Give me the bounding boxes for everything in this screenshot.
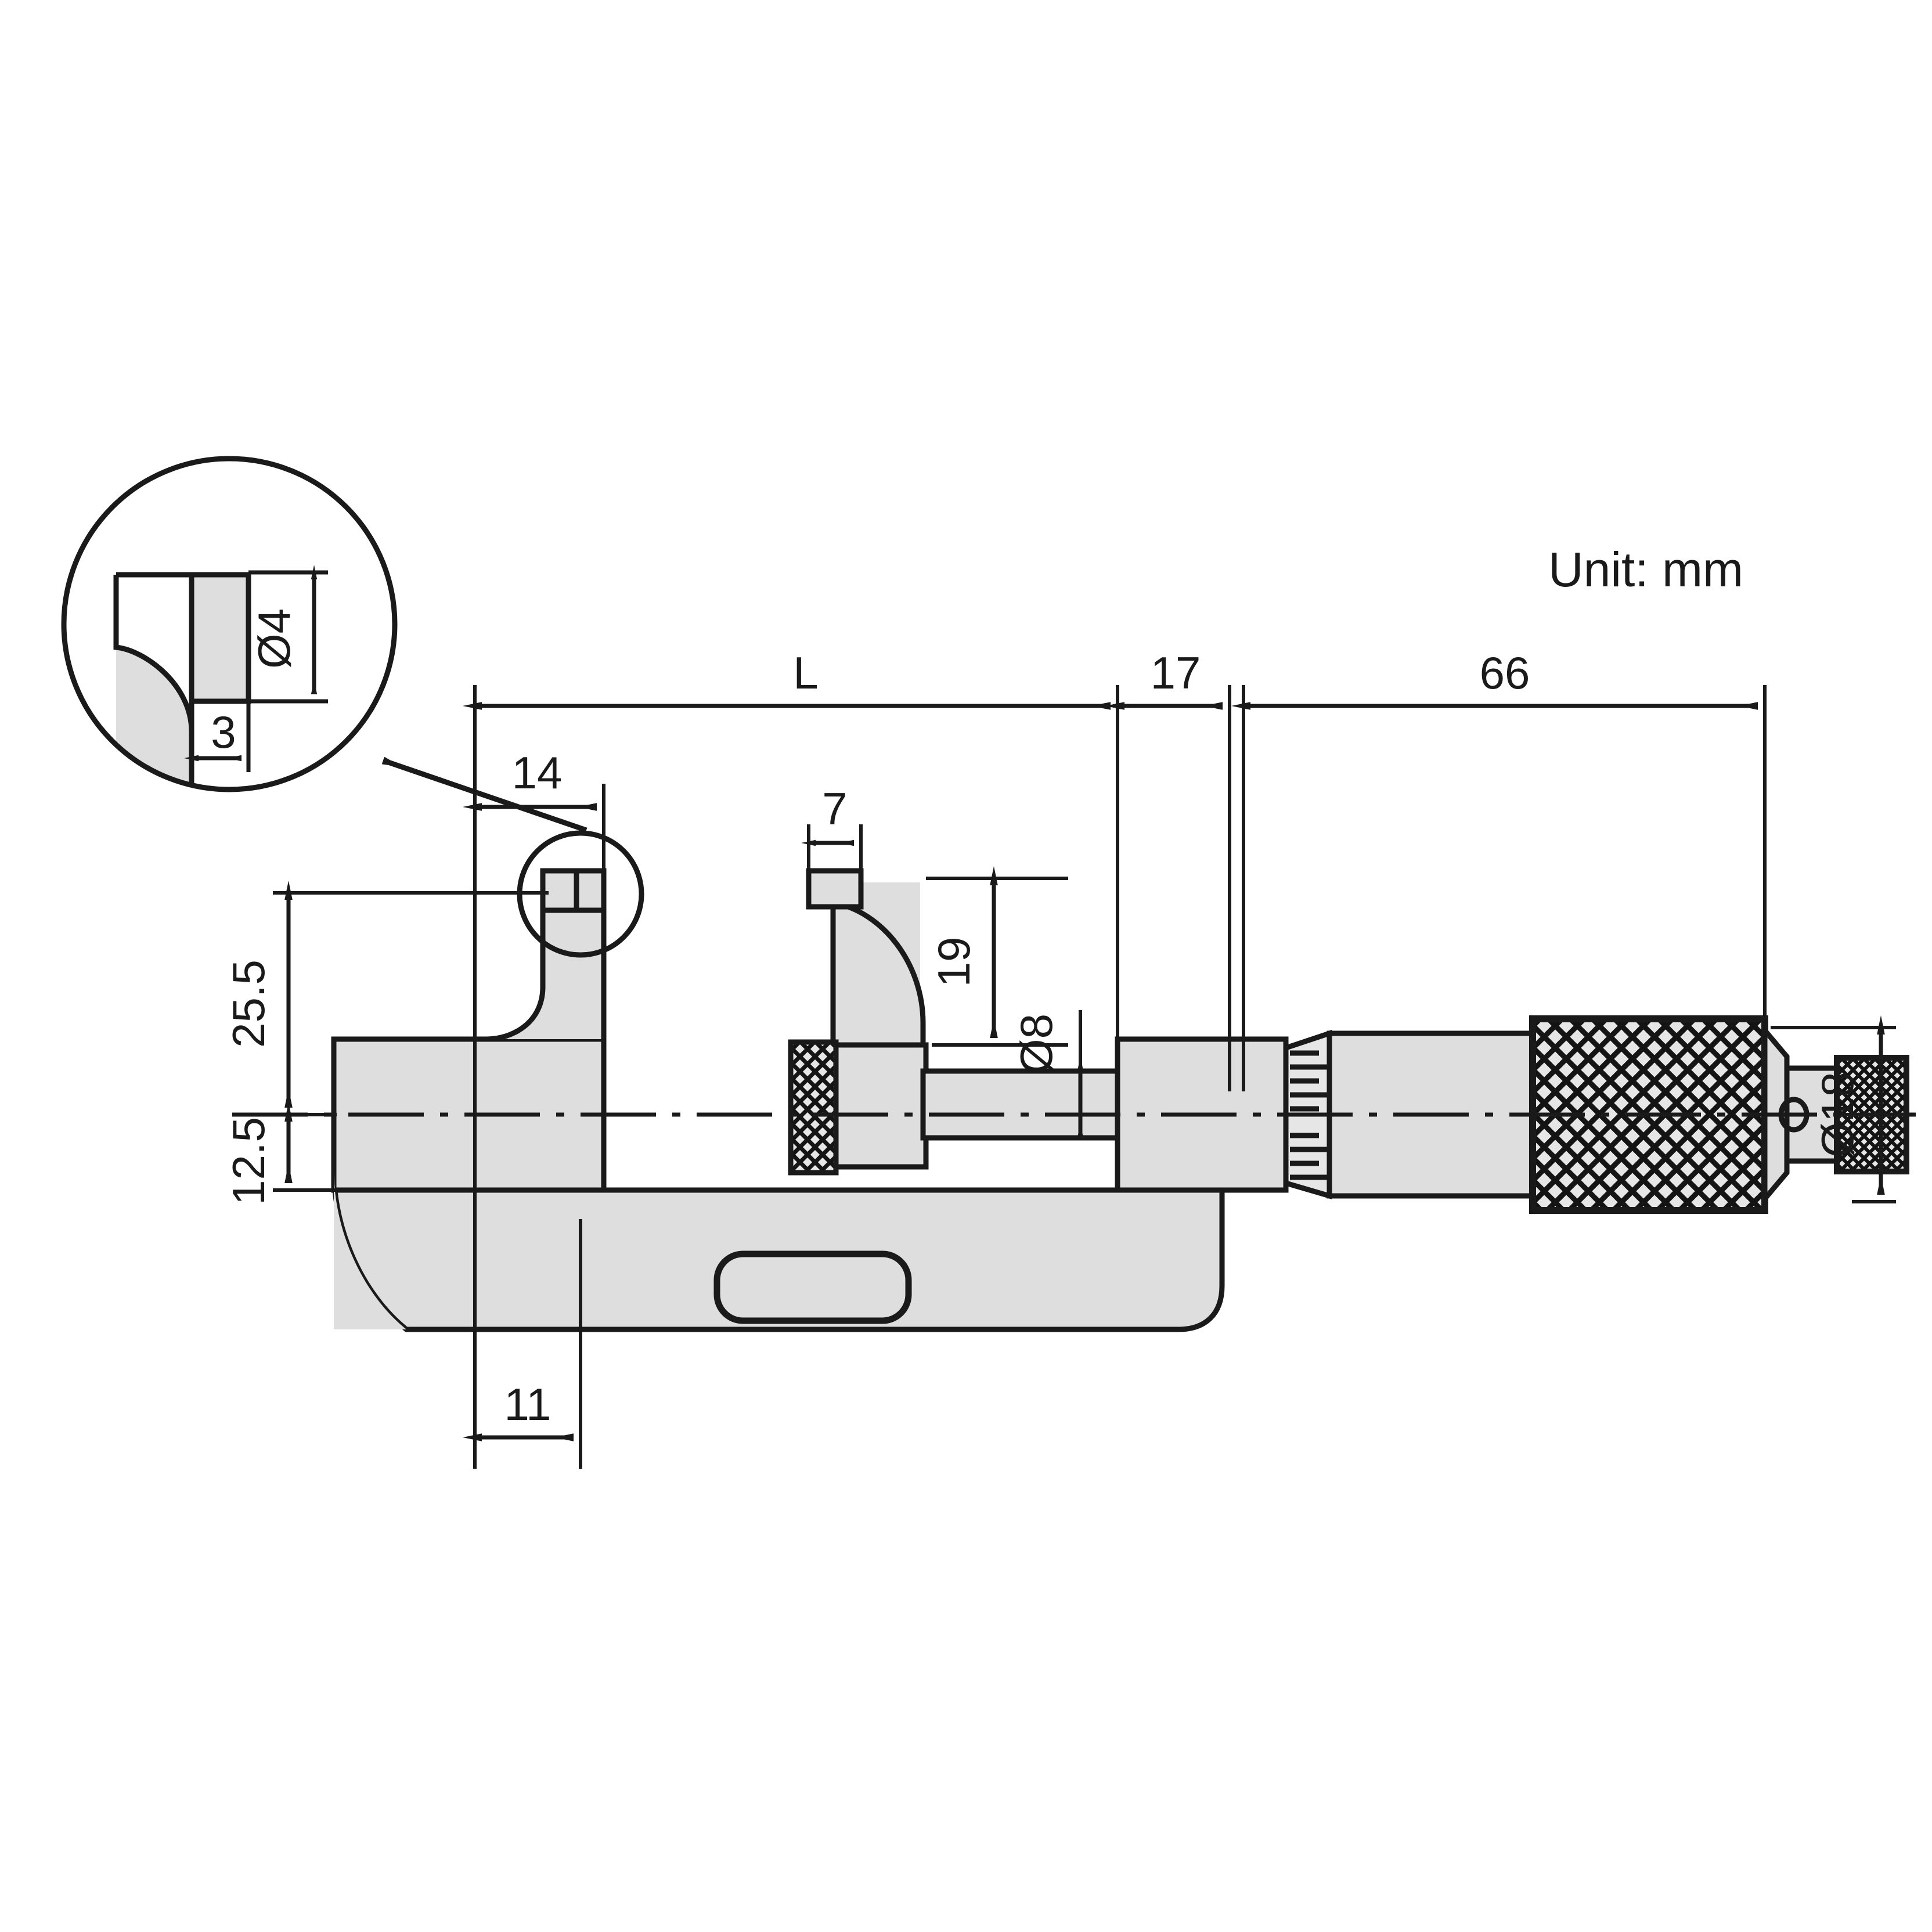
frame-insulating-pad <box>713 1250 912 1324</box>
detail-d4-label: Ø4 <box>248 608 300 669</box>
spindle-face-body-fill <box>833 882 923 1045</box>
sleeve-graduation-ticks <box>1290 1050 1327 1180</box>
detail-view-group: Ø4 3 <box>61 456 587 833</box>
anvil-tip-step <box>574 868 607 913</box>
spindle-face-lower-body <box>830 1042 929 1170</box>
anvil-fillet-fill <box>488 882 604 1039</box>
d11-label: 11 <box>504 1379 552 1430</box>
d25-5-label: 25.5 <box>223 960 274 1048</box>
d14-label: 14 <box>512 747 563 798</box>
L-label: L <box>793 647 818 698</box>
d8-label: Ø8 <box>1011 1014 1062 1074</box>
anvil-fillet-curve <box>486 986 546 1042</box>
detail-anvil-tip <box>189 572 251 704</box>
spindle-face-tip <box>806 868 864 910</box>
d17-label: 17 <box>1151 647 1201 698</box>
detail-d3-label: 3 <box>211 707 236 758</box>
detail-circle-border <box>61 456 398 792</box>
d7-label: 7 <box>822 783 847 834</box>
detail-leader-line <box>381 756 587 833</box>
knurled-locking-collar <box>788 1039 839 1176</box>
frame-nose-fill <box>334 1170 406 1329</box>
d19-label: 19 <box>928 937 979 987</box>
unit-note: Unit: mm <box>1548 542 1743 597</box>
d12-5-label: 12.5 <box>223 1117 274 1205</box>
d66-label: 66 <box>1480 647 1530 698</box>
